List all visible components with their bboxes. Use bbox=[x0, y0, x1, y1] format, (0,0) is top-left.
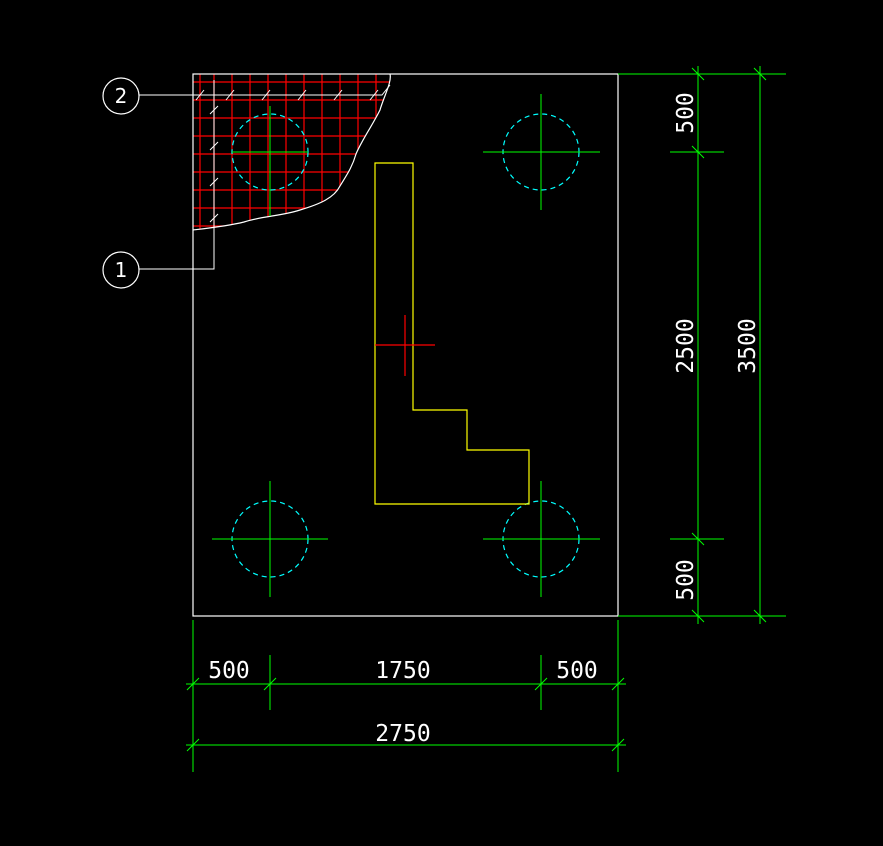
dim-v-total-text: 3500 bbox=[735, 318, 761, 373]
callout-2-label: 2 bbox=[115, 84, 128, 108]
pile-cap-outline bbox=[192, 73, 619, 617]
column-outline bbox=[374, 162, 530, 505]
pile-bottom-left bbox=[212, 481, 328, 597]
dim-v-bottom-text: 500 bbox=[673, 559, 699, 601]
callout-1: 1 bbox=[102, 80, 215, 289]
pile-bottom-right bbox=[483, 481, 600, 597]
rebar-mesh bbox=[192, 73, 391, 231]
vertical-dimensions bbox=[618, 66, 786, 624]
column-center-mark bbox=[375, 315, 435, 376]
dim-h-total-text: 2750 bbox=[375, 721, 430, 747]
callout-1-label: 1 bbox=[115, 258, 128, 282]
pile-top-right bbox=[483, 94, 600, 210]
dim-v-top-text: 500 bbox=[673, 92, 699, 134]
dim-h-middle-text: 1750 bbox=[375, 658, 430, 684]
break-line bbox=[192, 73, 391, 231]
horizontal-dimensions bbox=[186, 620, 626, 772]
dim-h-left-text: 500 bbox=[208, 658, 250, 684]
dim-v-middle-text: 2500 bbox=[673, 318, 699, 373]
dim-h-right-text: 500 bbox=[556, 658, 598, 684]
callout-2: 2 bbox=[102, 77, 391, 115]
pile-top-left bbox=[231, 106, 309, 216]
